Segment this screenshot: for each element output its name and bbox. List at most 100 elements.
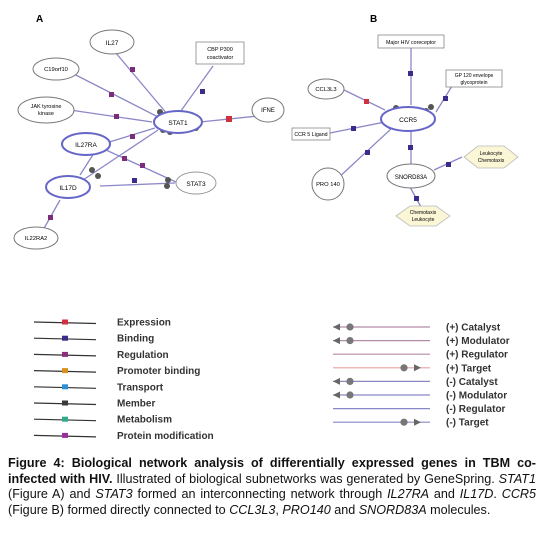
svg-text:Chemotaxis: Chemotaxis bbox=[478, 158, 505, 164]
legend-left-row: Binding bbox=[33, 334, 154, 345]
svg-text:glycoprotein: glycoprotein bbox=[461, 80, 488, 86]
svg-text:SNORD83A: SNORD83A bbox=[395, 175, 427, 181]
legend-label: (+) Catalyst bbox=[446, 323, 501, 334]
svg-text:IL17D: IL17D bbox=[59, 185, 77, 192]
node-stat3: STAT3 bbox=[175, 171, 217, 195]
node-ccr5: CCR5 bbox=[380, 106, 436, 132]
node-leukocyte-chemotaxis: Leukocyte Chemotaxis bbox=[463, 145, 519, 169]
svg-text:coactivator: coactivator bbox=[207, 55, 234, 61]
legend-label: Binding bbox=[117, 334, 154, 345]
legend-marker bbox=[62, 432, 68, 438]
legend-label: Expression bbox=[117, 318, 171, 329]
node-il27ra: IL27RA bbox=[61, 132, 111, 156]
network-figure: A IL27 bbox=[13, 14, 519, 250]
legend-right-row: (-) Catalyst bbox=[333, 377, 498, 388]
node-ifne: IFNE bbox=[251, 97, 285, 123]
svg-text:CBP P300: CBP P300 bbox=[207, 47, 233, 53]
legend-right-row: (-) Regulator bbox=[333, 404, 506, 415]
legend-dot bbox=[400, 418, 408, 426]
legend-label: (-) Target bbox=[446, 418, 489, 429]
node-cbp-p300: CBP P300 coactivator bbox=[195, 41, 245, 65]
panel-b-label: B bbox=[370, 14, 377, 25]
svg-text:PRO 140: PRO 140 bbox=[316, 182, 340, 188]
legend-right-row: (+) Target bbox=[333, 363, 492, 374]
svg-text:STAT1: STAT1 bbox=[168, 120, 188, 127]
legend-label: (-) Modulator bbox=[446, 391, 507, 402]
legend-dot bbox=[400, 364, 408, 372]
legend-marker bbox=[62, 319, 68, 325]
svg-text:C19orf10: C19orf10 bbox=[44, 67, 68, 73]
legend-marker bbox=[62, 384, 68, 390]
legend-right-row: (-) Target bbox=[333, 418, 489, 429]
node-il27: IL27 bbox=[89, 29, 135, 55]
legend-left-row: Metabolism bbox=[33, 415, 172, 426]
node-chemotaxis-leukocyte: Chemotaxis Leukocyte bbox=[395, 205, 451, 227]
svg-text:JAK tyrosine: JAK tyrosine bbox=[31, 104, 62, 110]
legend-dot bbox=[346, 377, 354, 385]
legend-label: Protein modification bbox=[117, 431, 214, 442]
legend-marker bbox=[62, 416, 68, 422]
legend-label: (+) Target bbox=[446, 363, 492, 374]
node-gp120: GP 120 envelope glycoprotein bbox=[445, 69, 503, 88]
legend-label: (+) Modulator bbox=[446, 336, 510, 347]
legend-label: Metabolism bbox=[117, 415, 172, 426]
svg-text:Major HIV coreceptor: Major HIV coreceptor bbox=[386, 40, 436, 46]
legend-label: Transport bbox=[117, 382, 164, 393]
svg-text:CCL3L3: CCL3L3 bbox=[315, 87, 336, 93]
legend-left-row: Protein modification bbox=[33, 431, 214, 442]
svg-text:IFNE: IFNE bbox=[261, 108, 275, 114]
svg-text:Leukocyte: Leukocyte bbox=[480, 151, 503, 157]
legend-label: Regulation bbox=[117, 350, 169, 361]
figure-caption: Figure 4: Biological network analysis of… bbox=[8, 456, 537, 517]
node-pro140: PRO 140 bbox=[311, 167, 345, 201]
node-major-hiv-coreceptor: Major HIV coreceptor bbox=[377, 34, 445, 49]
legend-label: Member bbox=[117, 399, 155, 410]
legend-marker bbox=[62, 368, 68, 374]
legend-arrow bbox=[333, 337, 340, 345]
node-il17d: IL17D bbox=[45, 175, 91, 199]
caption-title: Figure 4: Biological network analysis of… bbox=[8, 456, 536, 486]
svg-text:kinase: kinase bbox=[38, 111, 54, 117]
svg-text:CCR5: CCR5 bbox=[399, 117, 417, 124]
legend-arrow bbox=[414, 418, 421, 426]
legend-marker bbox=[62, 351, 68, 357]
legend-label: (-) Catalyst bbox=[446, 377, 498, 388]
svg-text:IL27RA: IL27RA bbox=[75, 142, 97, 149]
legend-dot bbox=[346, 391, 354, 399]
legend-arrow bbox=[333, 323, 340, 331]
legend-marker bbox=[62, 400, 68, 406]
svg-text:IL27: IL27 bbox=[106, 40, 119, 47]
legend-marker bbox=[62, 335, 68, 341]
legend-right-row: (+) Modulator bbox=[333, 336, 510, 347]
legend-arrow bbox=[333, 377, 340, 385]
legend-left-row: Member bbox=[33, 399, 155, 410]
node-stat1: STAT1 bbox=[153, 110, 203, 134]
legend-right: (+) Catalyst (+) Modulator (+) Regulator (+… bbox=[333, 323, 510, 429]
node-jak-kinase: JAK tyrosine kinase bbox=[17, 96, 75, 124]
legend-dot bbox=[346, 323, 354, 331]
legend-label: Promoter binding bbox=[117, 366, 200, 377]
legend-left-row: Promoter binding bbox=[33, 366, 200, 377]
legend-right-row: (-) Modulator bbox=[333, 391, 507, 402]
svg-text:GP 120 envelope: GP 120 envelope bbox=[455, 73, 494, 79]
node-c19orf10: C19orf10 bbox=[32, 57, 80, 81]
legend-arrow bbox=[333, 391, 340, 399]
legend-left-row: Regulation bbox=[33, 350, 169, 361]
legend-right-row: (+) Regulator bbox=[333, 350, 508, 361]
legend-dot bbox=[346, 337, 354, 345]
node-ccl3l3: CCL3L3 bbox=[307, 78, 345, 100]
svg-text:Chemotaxis: Chemotaxis bbox=[410, 210, 437, 216]
node-il22ra2: IL22RA2 bbox=[13, 226, 59, 250]
svg-text:CCR 5 Ligand: CCR 5 Ligand bbox=[294, 132, 327, 138]
legend-left-row: Transport bbox=[33, 382, 164, 393]
legend-right-row: (+) Catalyst bbox=[333, 323, 501, 334]
legend-label: (-) Regulator bbox=[446, 404, 506, 415]
legend-arrow bbox=[414, 364, 421, 372]
node-snord83a: SNORD83A bbox=[386, 163, 436, 189]
legend-label: (+) Regulator bbox=[446, 350, 508, 361]
svg-text:IL22RA2: IL22RA2 bbox=[25, 236, 48, 242]
panel-a-label: A bbox=[36, 14, 43, 25]
legend-left-row: Expression bbox=[33, 318, 171, 329]
